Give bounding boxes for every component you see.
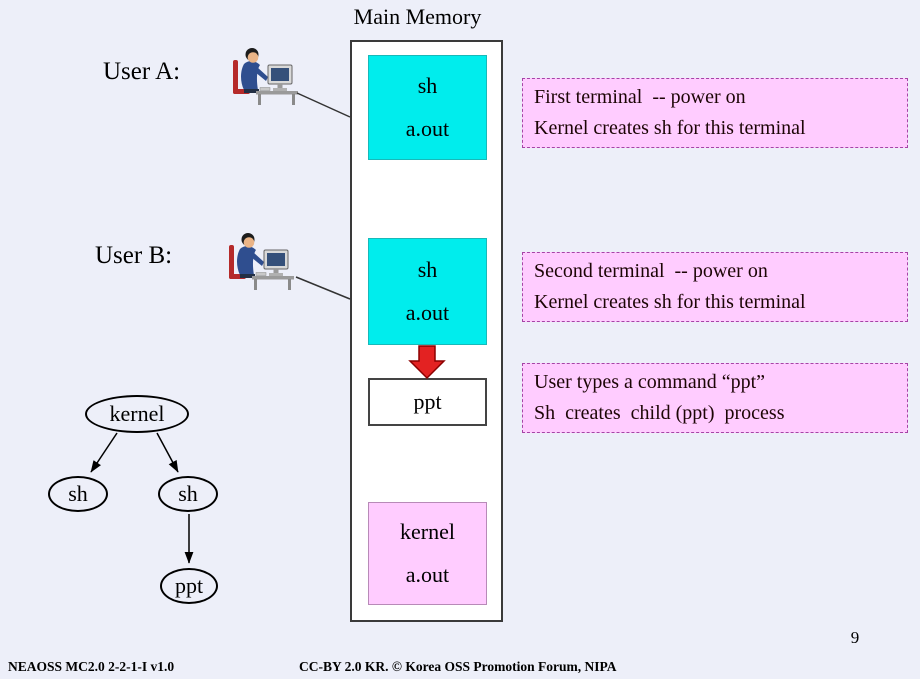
block-kernel-line1: kernel	[400, 519, 455, 545]
block-sh-a-line1: sh	[417, 73, 438, 98]
memory-block-sh-a: sh a.out	[368, 55, 487, 160]
block-kernel-line2: a.out	[405, 561, 450, 587]
user-b-label: User B:	[95, 242, 173, 269]
note-second-terminal-line2: Kernel creates sh for this terminal	[534, 291, 806, 313]
note-first-terminal-line1: First terminal -- power on	[534, 86, 746, 108]
connector-user-a-line	[296, 92, 351, 118]
note-first-terminal: First terminal -- power on Kernel create…	[522, 78, 908, 148]
main-memory-title: Main Memory	[353, 4, 482, 29]
note-ppt-command: User types a command “ppt” Sh creates ch…	[522, 363, 908, 433]
note-ppt-command-line1: User types a command “ppt”	[534, 371, 766, 393]
memory-block-kernel: kernel a.out	[368, 502, 487, 605]
user-at-computer-icon	[232, 45, 300, 107]
tree-node-ppt: ppt	[160, 568, 218, 604]
note-second-terminal-line1: Second terminal -- power on	[534, 260, 768, 282]
note-first-terminal-line2: Kernel creates sh for this terminal	[534, 117, 806, 139]
note-ppt-command-line2: Sh creates child (ppt) process	[534, 402, 785, 424]
tree-node-kernel: kernel	[85, 395, 189, 433]
connector-user-b-line	[295, 276, 351, 300]
page-number: 9	[850, 628, 860, 647]
user-at-computer-icon	[228, 230, 296, 292]
block-sh-b-line2: a.out	[405, 300, 450, 326]
tree-node-sh-right: sh	[158, 476, 218, 512]
block-sh-a-line2: a.out	[405, 116, 450, 141]
block-sh-b-line1: sh	[417, 256, 438, 282]
memory-block-ppt: ppt	[368, 378, 487, 426]
memory-block-sh-b: sh a.out	[368, 238, 487, 345]
block-ppt-line1: ppt	[413, 389, 442, 414]
tree-arrow-kernel-sh-left	[90, 432, 118, 473]
person-computer-clipart-icon	[229, 233, 294, 290]
footer-license: CC-BY 2.0 KR. © Korea OSS Promotion Foru…	[299, 659, 617, 674]
person-computer-clipart-icon	[233, 48, 298, 105]
tree-arrow-kernel-sh-right	[156, 432, 179, 473]
user-a-label: User A:	[103, 58, 181, 85]
tree-node-sh-left: sh	[48, 476, 108, 512]
note-second-terminal: Second terminal -- power on Kernel creat…	[522, 252, 908, 322]
footer-course-id: NEAOSS MC2.0 2-2-1-I v1.0	[8, 659, 175, 674]
